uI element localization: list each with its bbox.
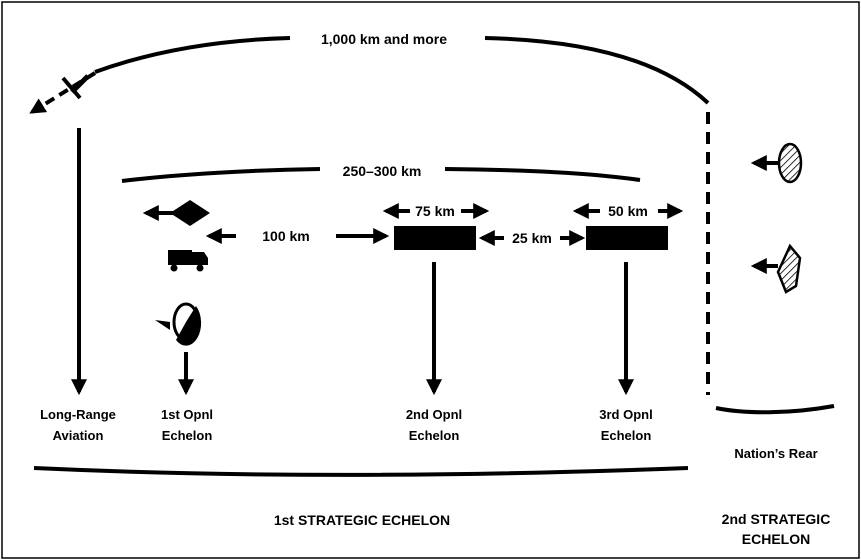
radar-antenna-icon: [155, 302, 202, 346]
third-width-label: 50 km: [608, 203, 648, 219]
reserve-oval-icon: [750, 142, 803, 184]
overall-arc-left: [94, 36, 291, 74]
nations-rear-arc: [715, 404, 835, 415]
first-strategic-arc: [33, 466, 689, 477]
third-echelon-label-line1: 3rd Opnl: [599, 407, 652, 422]
overall-arc-right: [484, 36, 710, 105]
reserve-shield-icon: [750, 243, 802, 294]
aircraft-flight-arrow: [29, 71, 97, 114]
operational-arc-left: [121, 167, 321, 183]
operational-arc-right: [444, 167, 641, 182]
aircraft-icon: [61, 74, 90, 100]
first-strategic-label: 1st STRATEGIC ECHELON: [274, 512, 450, 528]
first-echelon-label-line1: 1st Opnl: [161, 407, 213, 422]
nations-rear-label: Nation’s Rear: [734, 446, 817, 461]
second-width-label: 75 km: [415, 203, 455, 219]
operational-distance-label: 250–300 km: [343, 163, 422, 179]
overall-distance-label: 1,000 km and more: [321, 31, 447, 47]
first-echelon-label-line2: Echelon: [162, 428, 213, 443]
command-diamond-icon: [142, 200, 210, 226]
second-strategic-label-line1: 2nd STRATEGIC: [722, 511, 831, 527]
second-echelon-label-line2: Echelon: [409, 428, 460, 443]
long-range-label-line1: Long-Range: [40, 407, 116, 422]
truck-icon: [168, 250, 208, 272]
first-to-second-distance-label: 100 km: [262, 228, 309, 244]
second-strategic-label-line2: ECHELON: [742, 531, 810, 547]
third-echelon-block: [586, 226, 668, 250]
third-echelon-label-line2: Echelon: [601, 428, 652, 443]
long-range-label-line2: Aviation: [53, 428, 104, 443]
second-to-third-distance-label: 25 km: [512, 230, 552, 246]
second-echelon-block: [394, 226, 476, 250]
second-echelon-label-line1: 2nd Opnl: [406, 407, 462, 422]
